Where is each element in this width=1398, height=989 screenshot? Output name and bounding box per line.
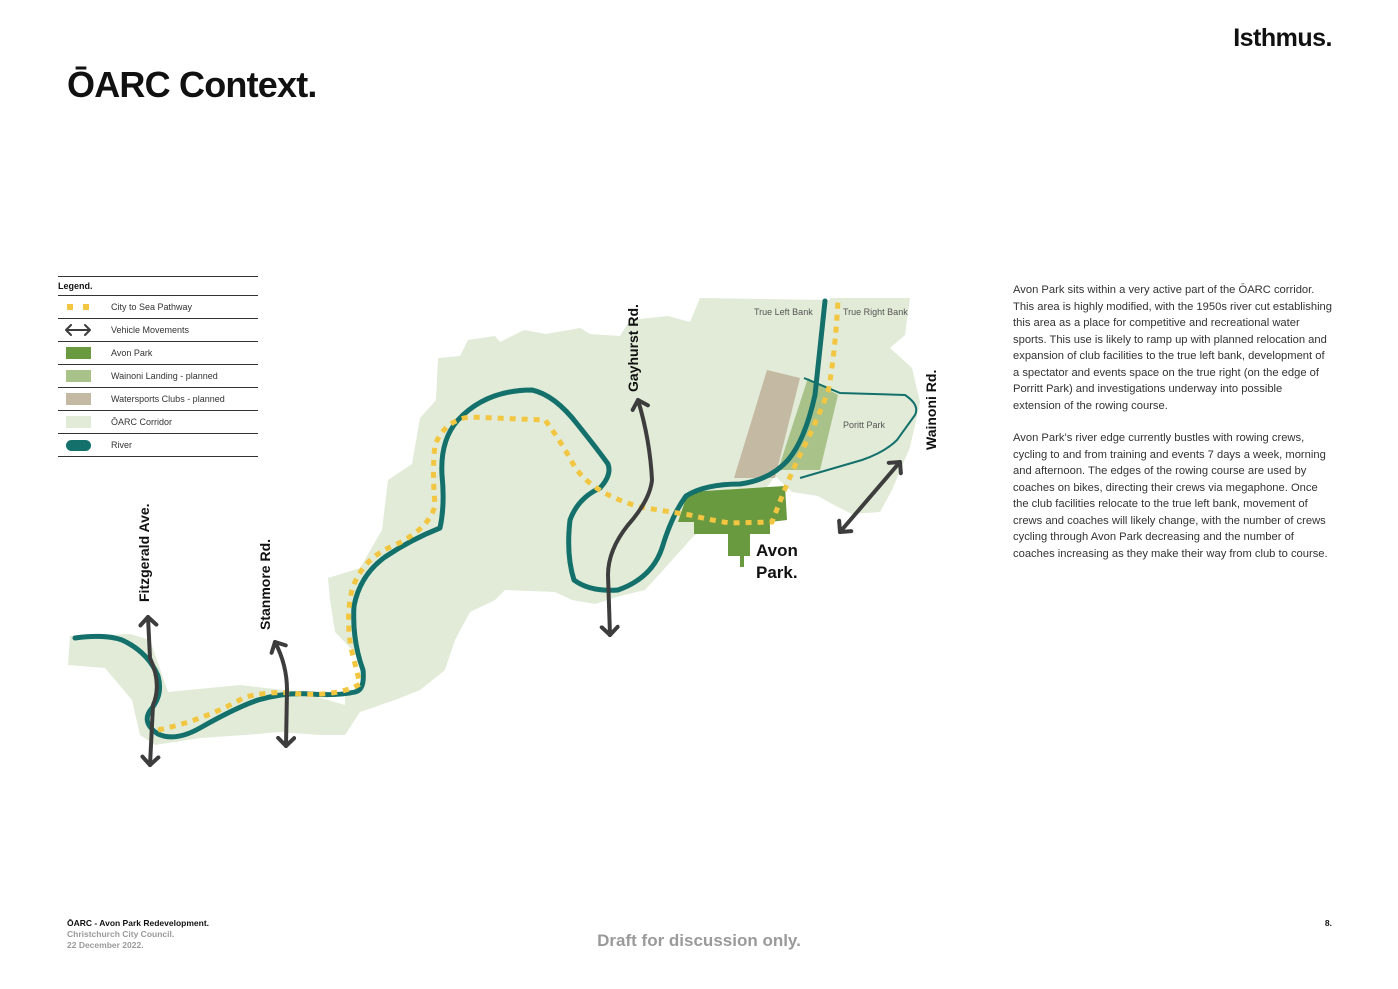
pathway-swatch: [58, 304, 98, 310]
legend-item-label: ŌARC Corridor: [111, 417, 173, 427]
label-true-left-bank: True Left Bank: [754, 307, 813, 317]
river: [72, 298, 828, 740]
road-label-stanmore: Stanmore Rd.: [257, 539, 273, 630]
avon-park-swatch: [65, 347, 91, 359]
road-label-gayhurst: Gayhurst Rd.: [625, 304, 641, 392]
description-paragraph-1: Avon Park sits within a very active part…: [1013, 284, 1333, 412]
vehicle-arrow-wainoni: [837, 460, 903, 534]
description-text: Avon Park sits within a very active part…: [1013, 282, 1333, 578]
description-paragraph-2: Avon Park’s river edge currently bustles…: [1013, 432, 1328, 560]
legend-item-avon-park: Avon Park: [58, 342, 258, 365]
watersports-clubs-area: [734, 370, 800, 478]
wainoni-landing-swatch: [65, 370, 91, 382]
legend-item-label: River: [111, 440, 133, 450]
legend-item-pathway: City to Sea Pathway: [58, 296, 258, 319]
footer-date: 22 December 2022.: [67, 940, 144, 950]
footer-project: ŌARC - Avon Park Redevelopment.: [67, 918, 210, 928]
legend-item-watersports: Watersports Clubs - planned: [58, 388, 258, 411]
label-avon-park-line2: Park.: [756, 563, 798, 582]
legend-item-corridor: ŌARC Corridor: [58, 411, 258, 434]
corridor-swatch: [65, 416, 91, 428]
legend-title: Legend.: [58, 276, 258, 296]
double-arrow-icon: [58, 324, 98, 336]
legend-item-label: Avon Park: [111, 348, 153, 358]
label-avon-park-line1: Avon: [756, 541, 798, 560]
footer-client: Christchurch City Council.: [67, 929, 175, 939]
legend-item-river: River: [58, 434, 258, 457]
map-legend: Legend. City to Sea Pathway Vehicle Move…: [58, 276, 258, 457]
legend-item-vehicle: Vehicle Movements: [58, 319, 258, 342]
draft-notice: Draft for discussion only.: [597, 931, 801, 950]
legend-item-label: City to Sea Pathway: [111, 302, 193, 312]
label-poritt-park: Poritt Park: [843, 420, 886, 430]
context-map: Fitzgerald Ave. Stanmore Rd. Gayhurst Rd…: [68, 298, 939, 767]
legend-item-label: Watersports Clubs - planned: [111, 394, 225, 404]
vehicle-arrow-gayhurst: [599, 398, 655, 637]
avon-park-area: [678, 486, 787, 567]
brand-logo: Isthmus.: [1233, 24, 1332, 52]
road-label-fitzgerald: Fitzgerald Ave.: [136, 503, 152, 602]
legend-item-wainoni-landing: Wainoni Landing - planned: [58, 365, 258, 388]
poritt-park-outline: [799, 377, 918, 479]
legend-item-label: Wainoni Landing - planned: [111, 371, 218, 381]
footer-info: ŌARC - Avon Park Redevelopment. Christch…: [67, 918, 209, 951]
road-label-wainoni: Wainoni Rd.: [923, 370, 939, 450]
river-swatch: [65, 439, 91, 451]
page-title: ŌARC Context.: [67, 64, 317, 105]
oarc-corridor: [68, 298, 920, 745]
vehicle-movements: [138, 398, 903, 767]
label-true-right-bank: True Right Bank: [843, 307, 908, 317]
page-number: 8.: [1324, 918, 1332, 928]
city-to-sea-pathway: [157, 300, 841, 733]
watersports-swatch: [65, 393, 91, 405]
vehicle-arrow-fitzgerald: [138, 615, 161, 767]
vehicle-arrow-stanmore: [269, 640, 297, 748]
legend-item-label: Vehicle Movements: [111, 325, 190, 335]
